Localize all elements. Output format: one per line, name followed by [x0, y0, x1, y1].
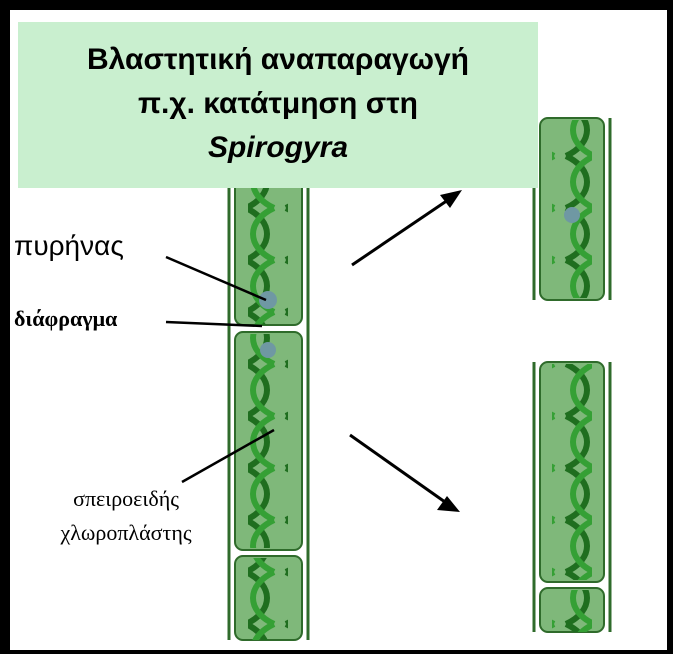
lower-right-fragment	[534, 362, 610, 632]
nucleus-marker	[259, 291, 277, 309]
title-line-1: Βλαστητική αναπαραγωγή	[18, 38, 538, 82]
title-box: Βλαστητική αναπαραγωγή π.χ. κατάτμηση στ…	[18, 22, 538, 188]
cell-middle-left	[235, 332, 302, 550]
upper-right-fragment	[534, 118, 610, 300]
title-line-2: π.χ. κατάτμηση στη	[18, 82, 538, 126]
title-species: Spirogyra	[18, 126, 538, 170]
label-chloroplast: σπειροειδής χλωροπλάστης	[20, 482, 232, 550]
label-chloroplast-line-1: σπειροειδής	[20, 482, 232, 516]
cell-upper-left	[235, 180, 302, 325]
label-chloroplast-line-2: χλωροπλάστης	[20, 516, 232, 550]
label-nucleus: πυρήνας	[14, 230, 124, 262]
cell-lower-left	[235, 556, 302, 640]
left-filament	[229, 180, 308, 640]
label-septum: διάφραγμα	[14, 306, 117, 332]
arrow-upper	[352, 190, 462, 265]
arrow-lower	[350, 435, 460, 512]
